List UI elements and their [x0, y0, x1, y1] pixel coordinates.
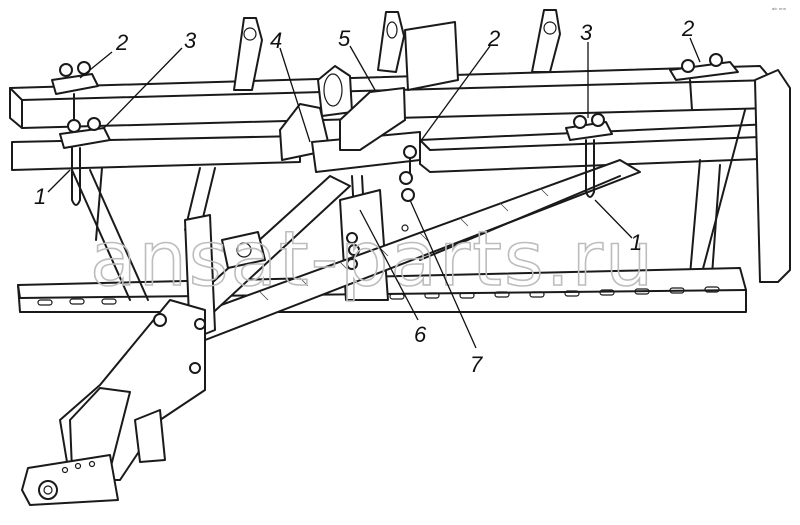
- callout-4: 4: [270, 28, 282, 53]
- rear-hitch-brackets: [233, 9, 561, 91]
- clamp-plate-left-top: [51, 61, 99, 141]
- callout-5: 5: [338, 26, 351, 51]
- callout-7: 7: [470, 352, 483, 377]
- center-bolts: [346, 145, 417, 270]
- callout-1-left: 1: [34, 184, 46, 209]
- callout-3-left: 3: [184, 28, 197, 53]
- callout-2-right: 2: [681, 16, 694, 41]
- callout-labels: 1 2 3 4 5 2 3 2 1 6 7: [34, 16, 694, 377]
- watermark-text: ansat-parts.ru: [90, 214, 655, 303]
- drawbar-tongue: [21, 214, 266, 506]
- front-upper-beam: [11, 123, 786, 173]
- callout-leaders: [47, 37, 701, 349]
- corner-mark: ᵃᵇ ⁿⁿⁿ: [772, 7, 787, 14]
- callout-3-right: 3: [580, 20, 593, 45]
- callout-1-right: 1: [630, 230, 642, 255]
- central-tower: [279, 21, 459, 301]
- clamp-plate-right-mid: [565, 113, 613, 198]
- callout-6: 6: [414, 322, 427, 347]
- beam-slots: [37, 286, 720, 306]
- clamp-plate-right-top: [669, 53, 739, 111]
- clamp-plate-left-mid: [59, 117, 111, 206]
- right-end-frame: [689, 69, 791, 283]
- callout-2-mid: 2: [487, 26, 500, 51]
- callout-2-left: 2: [115, 30, 128, 55]
